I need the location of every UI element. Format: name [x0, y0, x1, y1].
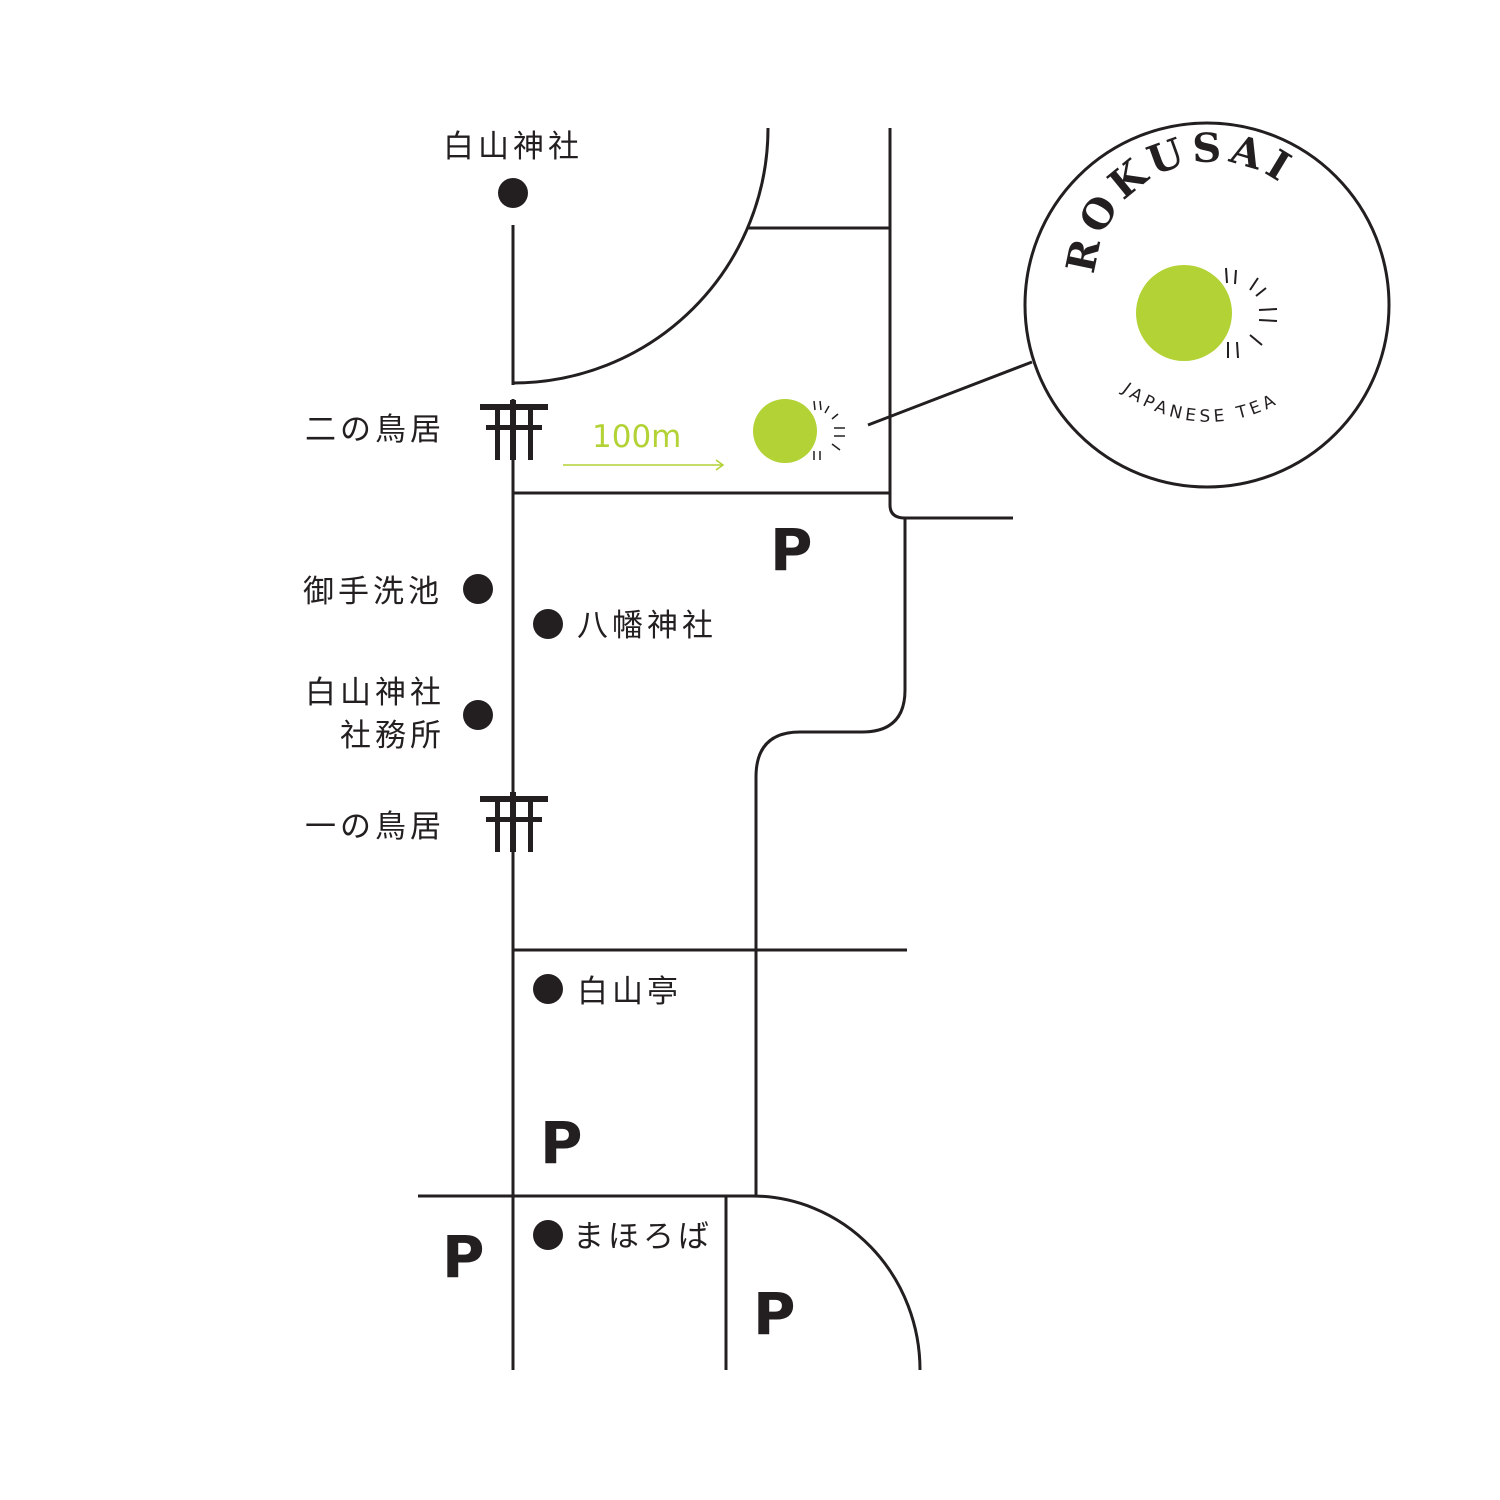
- label-shamusho-1: 白山神社: [305, 675, 445, 711]
- marker-hakusan-jinja: [498, 178, 528, 208]
- torii-icon: [480, 792, 548, 852]
- parking-labels: P P P P: [442, 516, 813, 1348]
- parking-3: P: [442, 1223, 485, 1291]
- label-ni-no-torii: 二の鳥居: [305, 412, 445, 448]
- label-ochozuike: 御手洗池: [303, 574, 443, 610]
- torii-icon: [480, 400, 548, 460]
- label-hakusan-jinja: 白山神社: [443, 129, 583, 165]
- marker-shamusho: [463, 700, 493, 730]
- parking-2: P: [540, 1109, 583, 1177]
- label-hachiman-jinja: 八幡神社: [577, 608, 717, 644]
- parking-1: P: [770, 516, 813, 584]
- place-labels: 白山神社 二の鳥居 御手洗池 八幡神社 白山神社 社務所 一の鳥居 白山亭 まほ…: [303, 129, 717, 1255]
- parking-4: P: [753, 1280, 796, 1348]
- label-hakusantei: 白山亭: [577, 974, 682, 1010]
- marker-hakusantei: [533, 974, 563, 1004]
- curved-road-south: [751, 1194, 922, 1371]
- roads: [418, 127, 1013, 1371]
- rokusai-logo: ROKUSAI JAPANESE TEA: [1023, 121, 1391, 489]
- road-east-winding: [754, 518, 907, 1196]
- shop-marker-icon: [753, 399, 845, 463]
- place-markers: [463, 178, 563, 1250]
- logo-leader-line: [867, 360, 1033, 427]
- label-mahoroba: まほろば: [573, 1219, 713, 1255]
- road-east: [888, 128, 1013, 520]
- marker-mahoroba: [533, 1220, 563, 1250]
- label-shamusho-2: 社務所: [340, 718, 445, 754]
- marker-hachiman-jinja: [533, 609, 563, 639]
- distance-arrow: [563, 459, 725, 471]
- label-ichi-no-torii: 一の鳥居: [305, 809, 445, 845]
- curved-road-north: [512, 127, 770, 385]
- marker-ochozuike: [463, 574, 493, 604]
- distance-label: 100m: [592, 419, 681, 455]
